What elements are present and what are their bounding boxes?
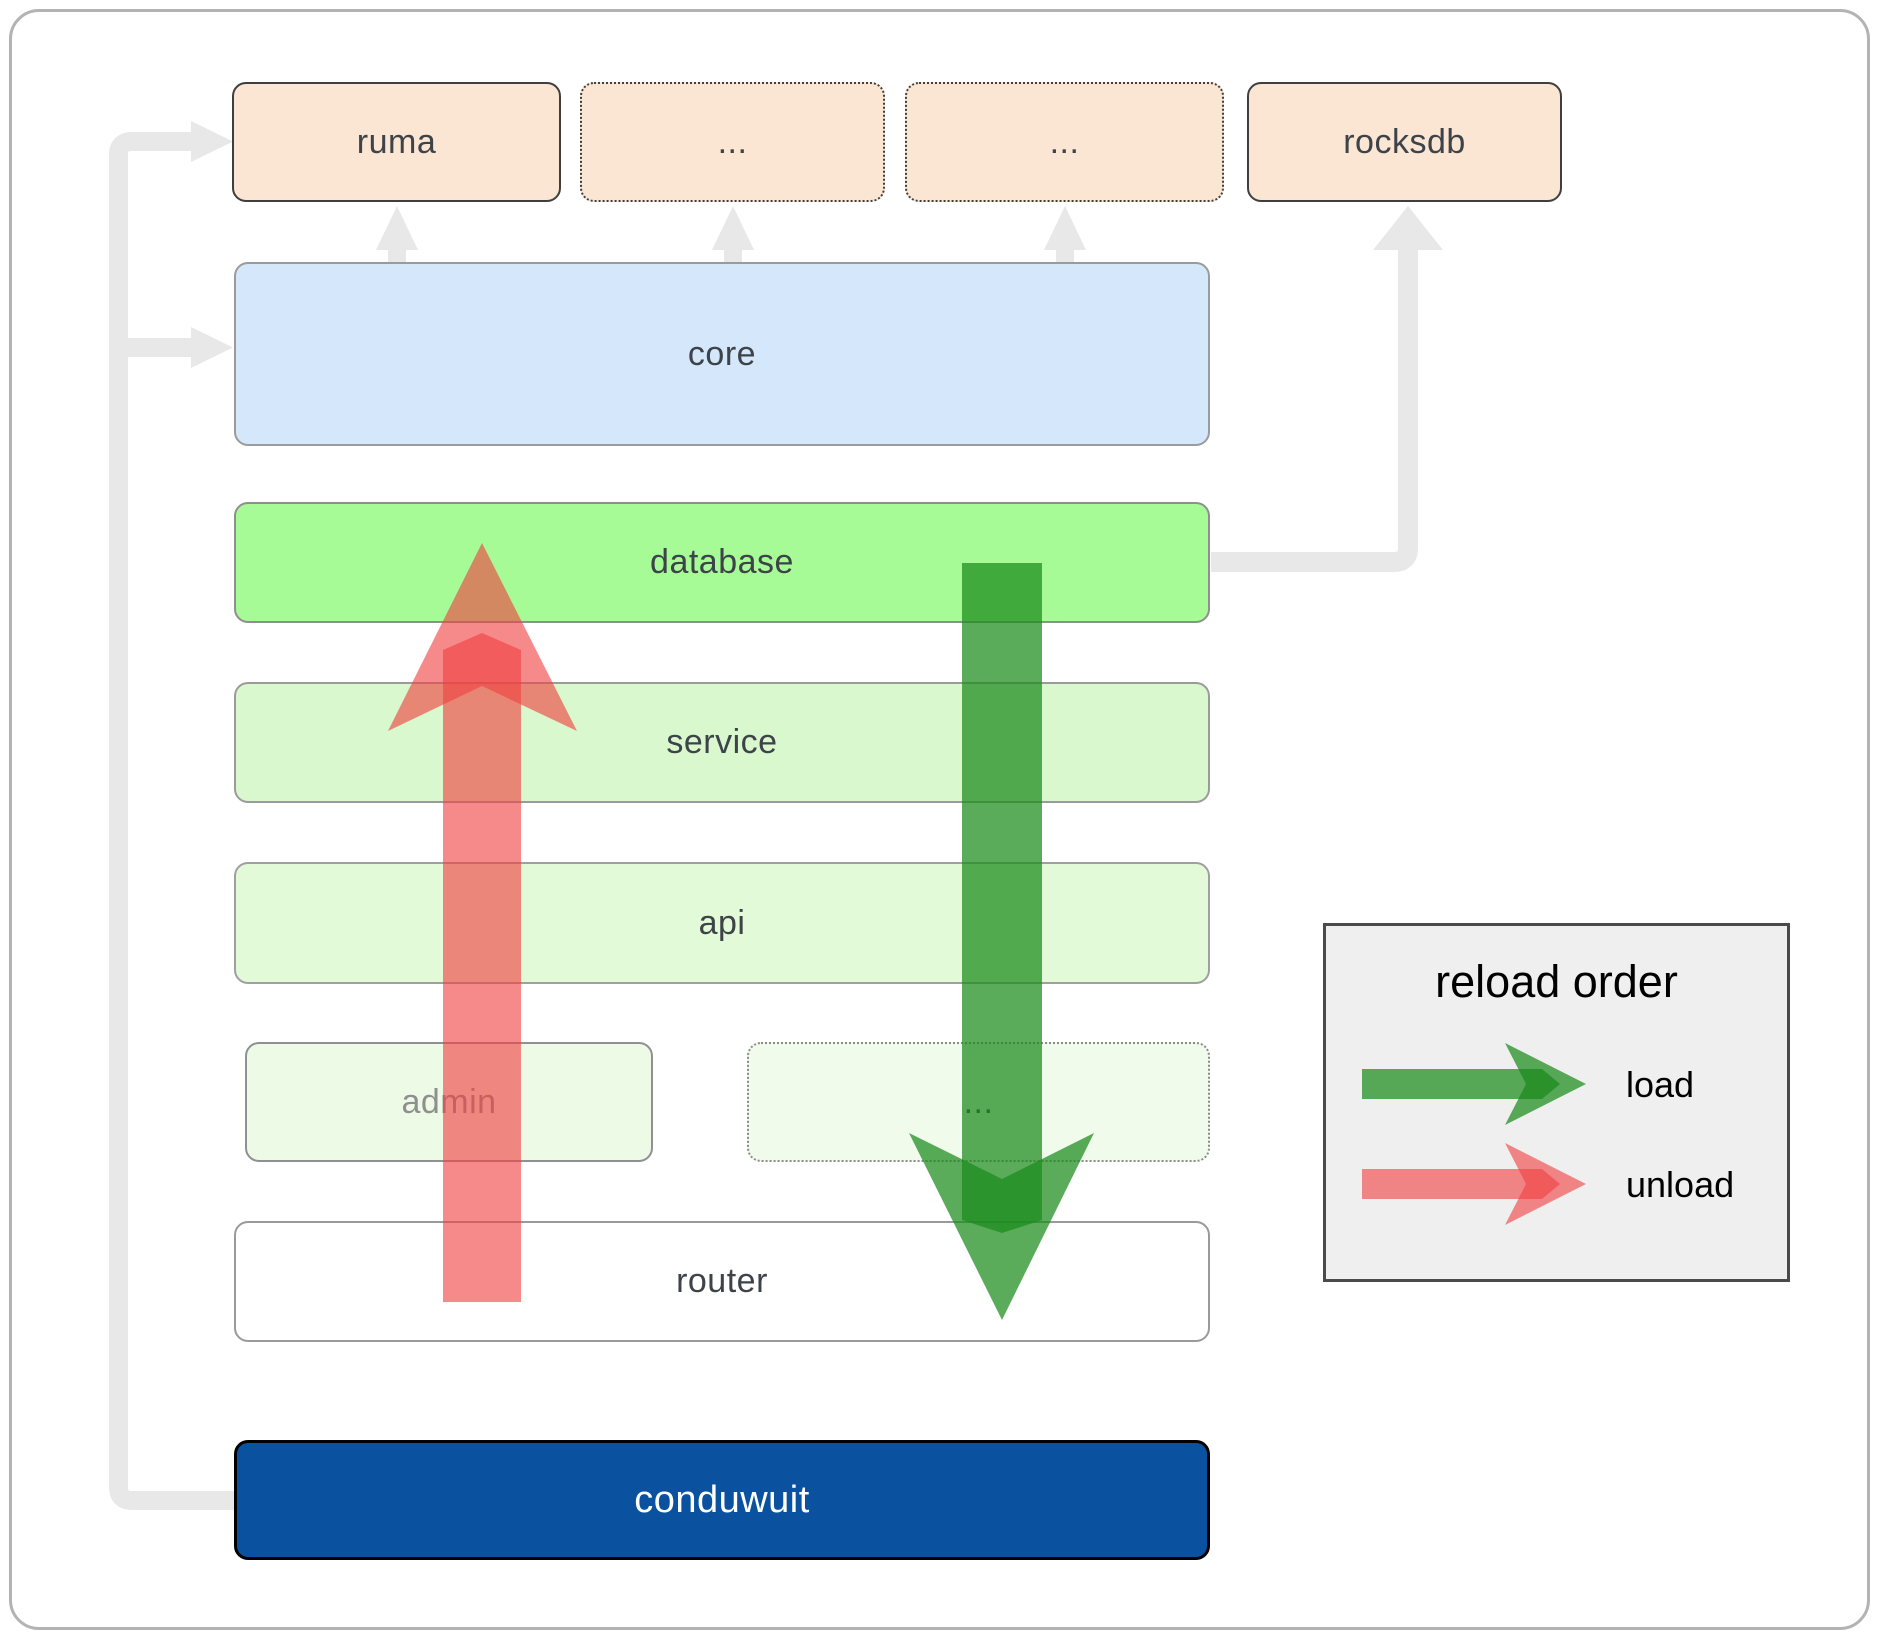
box-ruma: ruma <box>232 82 561 202</box>
legend-load-arrow-icon <box>1362 1043 1586 1125</box>
box-modules-b-label: ... <box>1049 122 1080 161</box>
modules-arrowhead-b-icon <box>712 206 754 250</box>
box-service-label: service <box>666 723 778 761</box>
legend: reload order load unload <box>1323 923 1790 1282</box>
box-api: api <box>234 862 1210 984</box>
box-router: router <box>234 1221 1210 1342</box>
core-arrowhead-icon <box>191 327 233 368</box>
unload-arrow-shaft <box>443 633 521 1302</box>
box-database-label: database <box>650 543 794 581</box>
conduwuit-to-ruma-connector <box>109 132 240 1510</box>
legend-title: reload order <box>1435 956 1678 1007</box>
load-arrow-icon <box>909 563 1094 1320</box>
ruma-arrowhead-icon <box>191 121 233 162</box>
legend-unload-label: unload <box>1626 1164 1735 1205</box>
box-service: service <box>234 682 1210 803</box>
rocksdb-arrowhead-icon <box>1373 206 1443 250</box>
box-rocksdb: rocksdb <box>1247 82 1562 202</box>
unload-arrow-icon <box>388 543 577 1302</box>
box-modules-a-label: ... <box>717 122 748 161</box>
box-core-label: core <box>687 334 757 373</box>
legend-unload-arrow-icon <box>1362 1143 1586 1225</box>
box-ruma-label: ruma <box>356 122 437 161</box>
box-modules-b: ... <box>905 82 1224 202</box>
box-conduwuit-label: conduwuit <box>634 1478 810 1521</box>
box-rocksdb-label: rocksdb <box>1343 122 1466 161</box>
load-arrow-head <box>909 1133 1094 1320</box>
box-api-label: api <box>698 903 746 942</box>
box-conduwuit: conduwuit <box>234 1440 1210 1560</box>
load-arrow-shaft <box>962 563 1042 1233</box>
legend-load-label: load <box>1626 1064 1695 1105</box>
box-core: core <box>234 262 1210 446</box>
box-modules-a: ... <box>580 82 885 202</box>
box-database: database <box>234 502 1210 623</box>
unload-arrow-head <box>388 543 577 731</box>
box-router-label: router <box>676 1262 768 1300</box>
database-to-rocksdb-connector <box>1211 250 1418 572</box>
modules-arrowhead-c-icon <box>1044 206 1086 250</box>
modules-arrowhead-a-icon <box>376 206 418 250</box>
